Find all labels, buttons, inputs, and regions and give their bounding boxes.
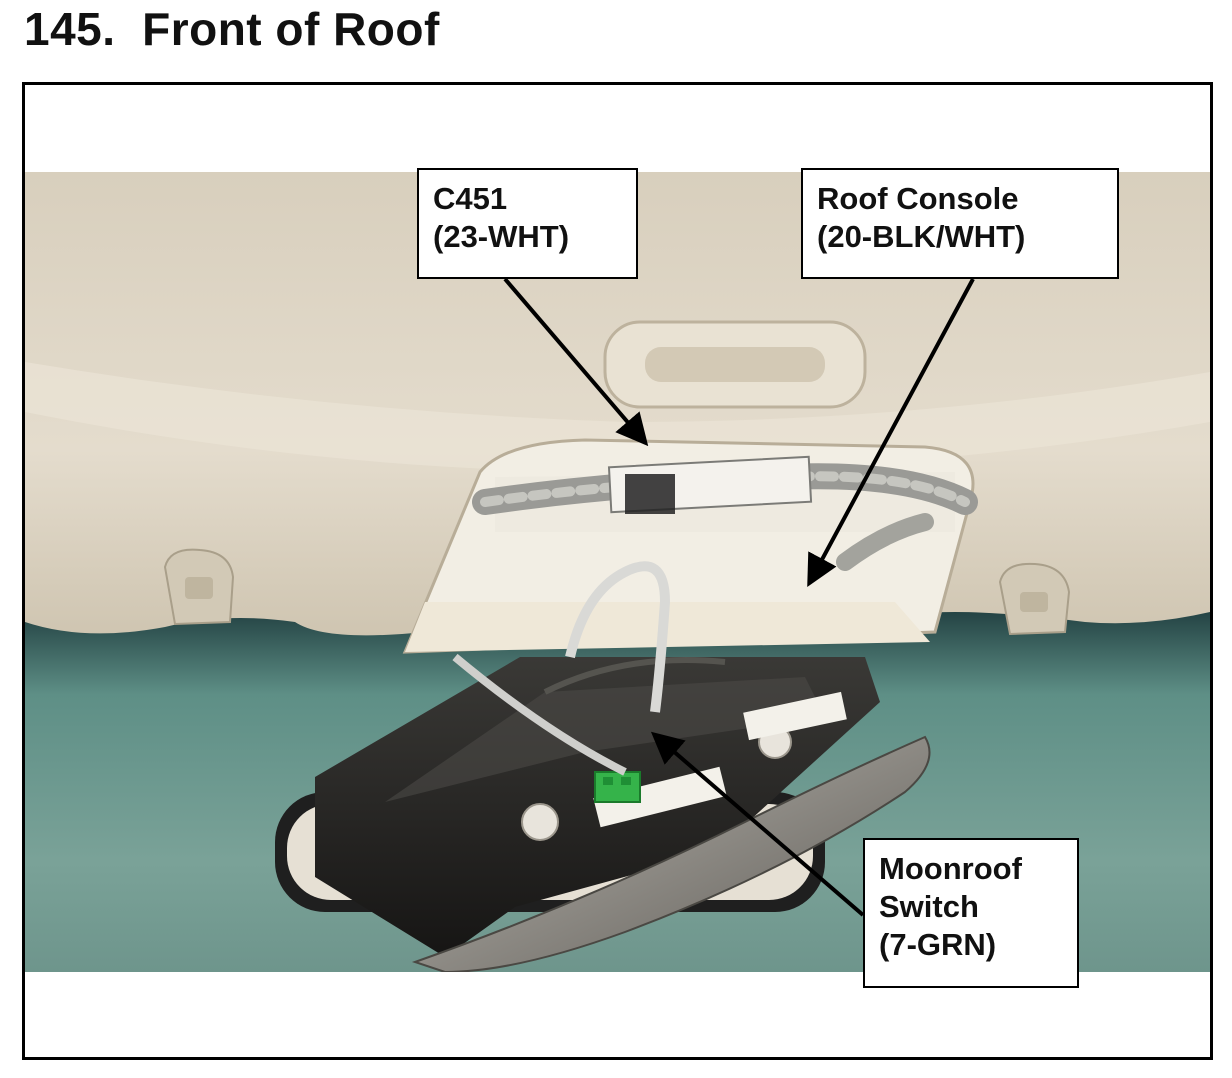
callout-c451: C451 (23-WHT) <box>417 168 638 279</box>
callout-roof-console: Roof Console (20-BLK/WHT) <box>801 168 1119 279</box>
callout-c451-name: C451 <box>433 181 508 216</box>
callout-moonroof-switch-wire: (7-GRN) <box>879 926 997 962</box>
moonroof-switch-connector <box>565 561 671 803</box>
callout-moonroof-switch-name2: Switch <box>879 888 979 924</box>
page-title: 145. Front of Roof <box>24 3 440 55</box>
figure-frame: C451 (23-WHT) Roof Console (20-BLK/WHT) … <box>22 82 1213 1060</box>
visor-clip-left <box>163 548 235 626</box>
callout-roof-console-wire: (20-BLK/WHT) <box>817 218 1026 254</box>
visor-clip-right <box>998 562 1071 636</box>
callout-c451-wire: (23-WHT) <box>433 218 570 254</box>
callout-moonroof-switch-name1: Moonroof <box>879 851 1022 886</box>
callout-roof-console-name: Roof Console <box>817 181 1019 216</box>
callout-moonroof-switch: Moonroof Switch (7-GRN) <box>863 838 1079 988</box>
